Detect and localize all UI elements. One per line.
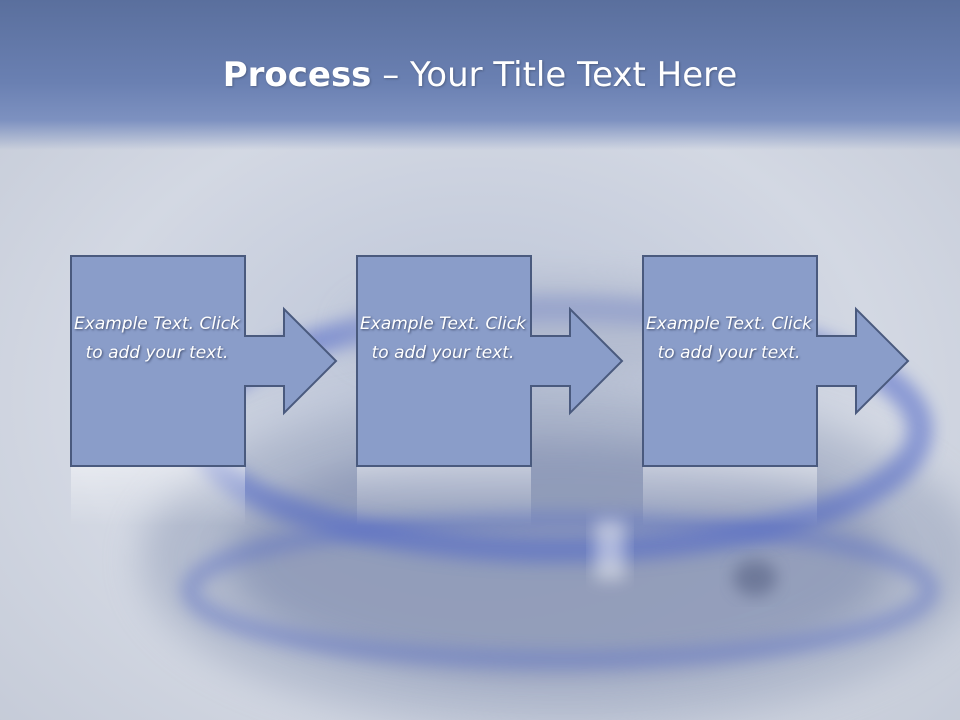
process-step-3[interactable]: Example Text. Click to add your text.: [642, 255, 928, 526]
step-2-text[interactable]: Example Text. Click to add your text.: [360, 314, 526, 363]
step-1-shape: [70, 255, 338, 526]
step-3-shape: [642, 255, 910, 526]
step-1-text[interactable]: Example Text. Click to add your text.: [74, 314, 240, 363]
slide-title-rest: – Your Title Text Here: [371, 55, 738, 95]
slide-title-bold: Process: [222, 55, 372, 95]
step-2-reflection: [357, 466, 531, 526]
step-2-arrow-box: [356, 255, 624, 467]
title-band: [0, 0, 960, 150]
step-3-arrow-box: [642, 255, 910, 467]
step-3-reflection: [643, 466, 817, 526]
process-step-2[interactable]: Example Text. Click to add your text.: [356, 255, 642, 526]
slide-title[interactable]: Process – Your Title Text Here: [0, 52, 960, 98]
process-step-1[interactable]: Example Text. Click to add your text.: [70, 255, 356, 526]
step-1-reflection: [71, 466, 245, 526]
step-1-arrow-box: [70, 255, 338, 467]
step-3-text[interactable]: Example Text. Click to add your text.: [646, 314, 812, 363]
step-2-shape: [356, 255, 624, 526]
